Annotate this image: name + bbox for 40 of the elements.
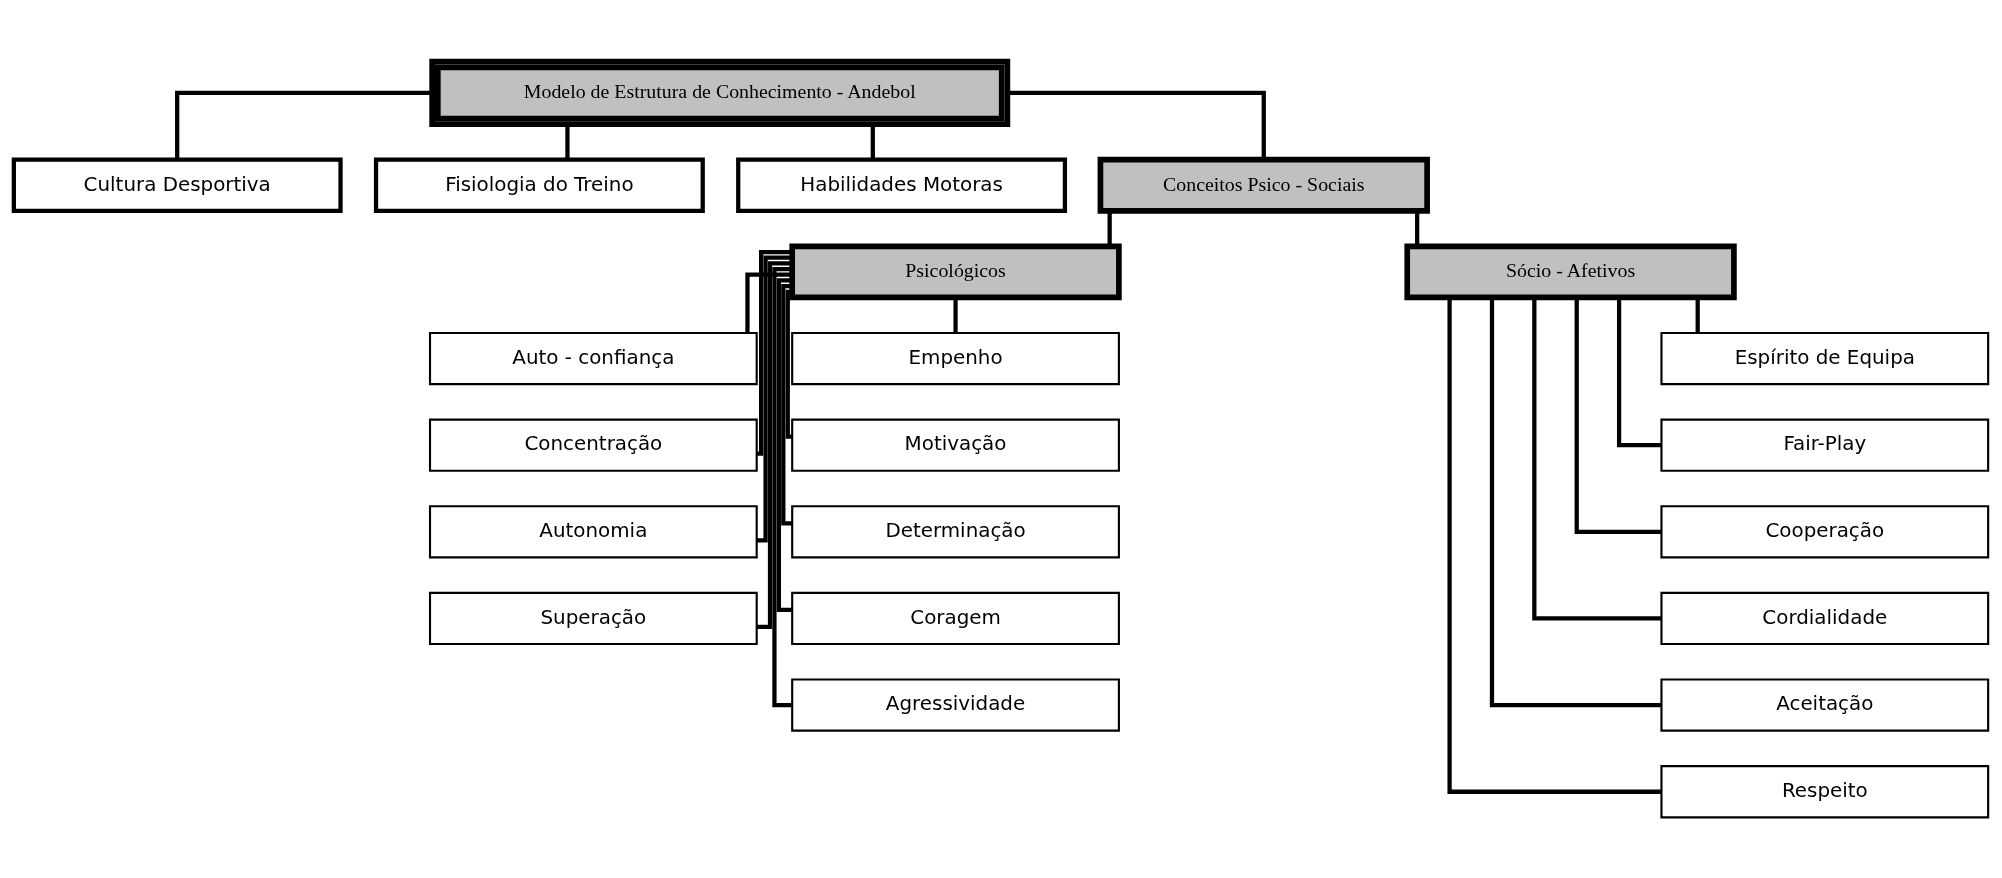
connector (772, 266, 792, 707)
node-box: Espírito de Equipa (1660, 331, 1990, 385)
node-box: Aceitação (1660, 677, 1990, 732)
connector (1415, 210, 1420, 246)
node-box: Modelo de Estrutura de Conhecimento - Andebol (429, 58, 1011, 127)
node-box: Coragem (791, 591, 1120, 645)
node-box: Cordialidade (1660, 591, 1990, 645)
node-box: Determinação (791, 504, 1120, 558)
connector (1574, 297, 1662, 534)
connector (756, 255, 792, 542)
connector (1695, 297, 1700, 333)
node-box: Cooperação (1660, 504, 1990, 558)
connector (1107, 210, 1112, 246)
node-box: Concentração (428, 418, 758, 472)
connector (1532, 297, 1662, 621)
connector (1007, 90, 1266, 160)
node-box: Superação (428, 591, 758, 645)
node-box: Autonomia (428, 504, 758, 558)
node-box: Fair-Play (1660, 418, 1990, 472)
node-box: Empenho (791, 331, 1120, 385)
connector (785, 289, 792, 439)
connector (953, 297, 958, 333)
node-box: Motivação (791, 418, 1120, 472)
connector (776, 277, 793, 612)
node-box: Cultura Desportiva (11, 157, 343, 213)
connector (175, 90, 432, 160)
connector (1447, 297, 1662, 794)
connector (756, 260, 792, 629)
node-box: Conceitos Psico - Sociais (1097, 156, 1430, 214)
node-box: Agressividade (791, 677, 1120, 732)
node-box: Respeito (1660, 764, 1990, 818)
node-box: Auto - confiança (428, 331, 758, 385)
connector (1489, 297, 1662, 707)
connector (781, 283, 793, 525)
connector (757, 249, 792, 456)
node-box: Habilidades Motoras (736, 157, 1068, 213)
connector (745, 272, 793, 333)
node-box: Psicológicos (789, 243, 1122, 300)
node-box: Sócio - Afetivos (1404, 243, 1737, 300)
node-box: Fisiologia do Treino (373, 157, 705, 213)
